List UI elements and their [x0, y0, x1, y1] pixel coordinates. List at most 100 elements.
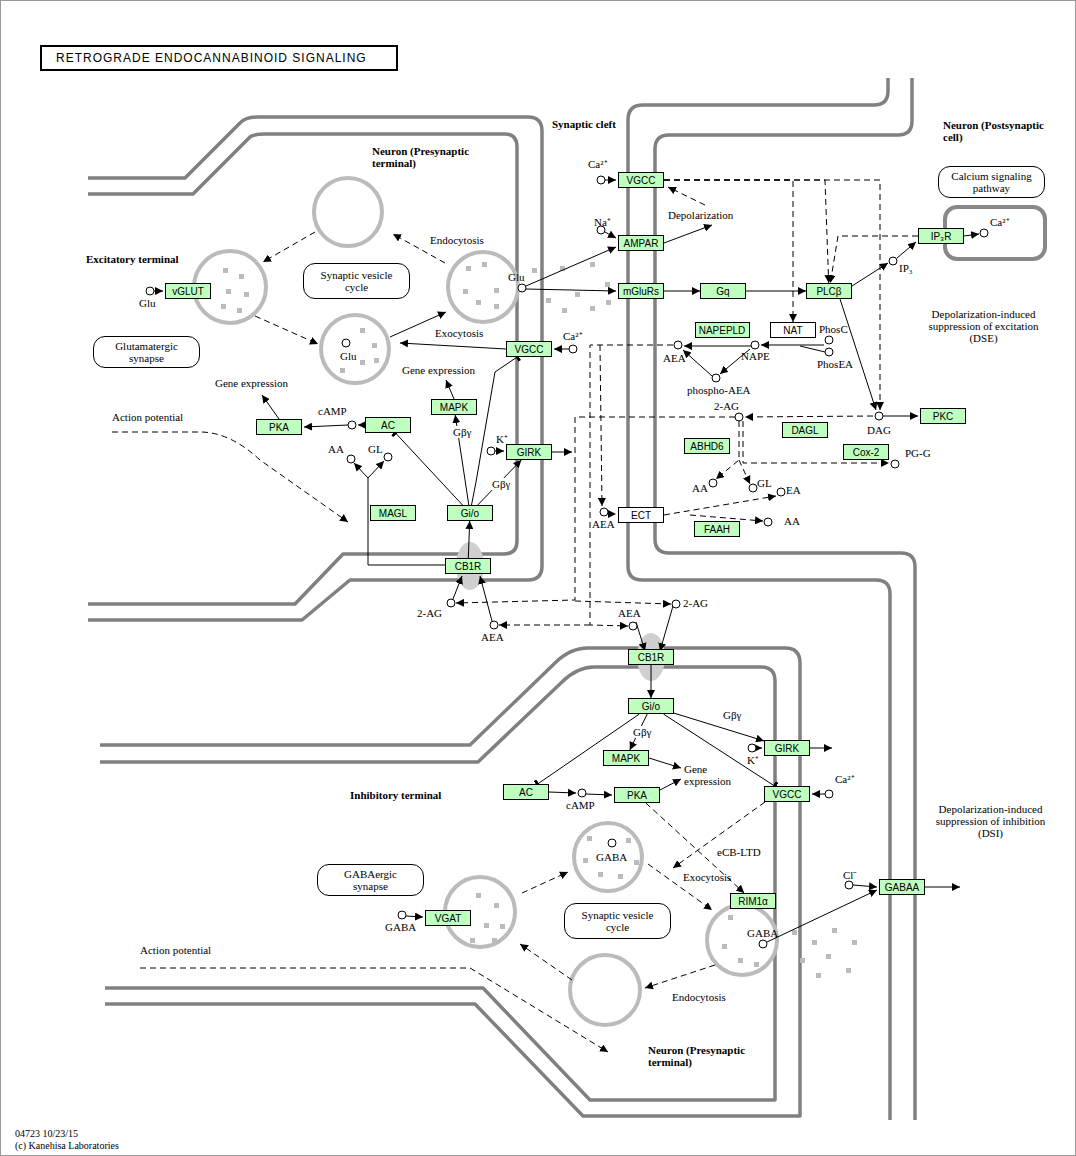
reaction-arrow	[552, 452, 572, 453]
gene-box: NAPEPLD	[695, 322, 750, 338]
gene-box: PKA	[256, 419, 302, 435]
dashed-arrow	[522, 872, 568, 893]
gene-name: VGCC	[515, 344, 544, 355]
reaction-arrow	[154, 291, 163, 292]
text-label: NAPE	[741, 350, 770, 362]
text-label: AA	[784, 515, 800, 527]
reaction-arrow	[406, 916, 423, 917]
pathway-map-box: Synaptic vesicle cycle	[303, 263, 410, 299]
gene-name: IP₃R	[931, 231, 952, 242]
transmitter-dot	[728, 915, 733, 920]
dashed-arrow	[575, 601, 671, 604]
title-text: RETROGRADE ENDOCANNABINOID SIGNALING	[56, 51, 367, 65]
text-label: Depolarization-induced suppression of ex…	[921, 308, 1046, 344]
transmitter-dot	[812, 940, 817, 945]
reaction-arrow	[262, 395, 279, 419]
transmitter-dot	[226, 289, 231, 294]
gene-name: vGLUT	[172, 286, 204, 297]
pathway-line	[368, 346, 825, 565]
transmitter-dot	[360, 360, 365, 365]
edge-label: eCB-LTD	[716, 846, 762, 858]
compound-circle	[709, 479, 717, 487]
compound-circle	[608, 839, 616, 847]
transmitter-dot	[484, 923, 489, 928]
connector	[472, 357, 518, 505]
dashed-arrow	[673, 802, 765, 868]
connector	[538, 714, 640, 784]
gene-name: MAPK	[440, 402, 468, 413]
gene-box: VGCC	[618, 172, 664, 188]
connector	[830, 236, 918, 283]
compound-circle	[342, 339, 350, 347]
gene-box: PKA	[614, 787, 660, 803]
edge-label: Gβγ	[491, 478, 511, 490]
text-label: PhosC	[819, 323, 848, 335]
compound-circle	[749, 484, 757, 492]
reaction-arrow	[883, 416, 918, 417]
text-label: Exocytosis	[683, 871, 731, 883]
text-label: GL	[368, 443, 383, 455]
transmitter-dot	[606, 300, 611, 305]
gene-box: MAPK	[603, 750, 649, 766]
reaction-arrow	[526, 247, 616, 286]
compound-circle	[487, 447, 495, 455]
compound-circle	[889, 257, 897, 265]
compound-circle	[347, 455, 355, 463]
text-label: IP₃	[899, 262, 913, 274]
vesicle	[574, 823, 642, 891]
gene-name: RIM1α	[738, 896, 768, 907]
transmitter-dot	[626, 838, 631, 843]
gene-box: AC	[503, 784, 549, 800]
reaction-arrow	[664, 225, 712, 243]
text-label: Gene expression	[684, 763, 746, 787]
transmitter-dot	[846, 968, 851, 973]
text-label: Synaptic cleft	[552, 118, 616, 130]
dashed-arrow	[263, 232, 315, 262]
compound-circle	[759, 940, 767, 948]
compound-circle	[748, 744, 756, 752]
compound-circle	[518, 284, 526, 292]
reaction-arrow	[761, 345, 824, 346]
text-label: PG-G	[905, 447, 931, 459]
gene-box: AMPAR	[618, 235, 664, 251]
text-label: Excitatory terminal	[86, 253, 179, 265]
reaction-arrow	[605, 180, 616, 181]
gene-name: PKA	[627, 790, 647, 801]
compound-circle	[735, 413, 743, 421]
membrane	[88, 134, 517, 604]
text-label: Exocytosis	[435, 327, 483, 339]
text-label: AEA	[663, 352, 686, 364]
text-label: GABA	[747, 927, 778, 939]
edge-label: Gβγ	[452, 426, 472, 438]
title-box: RETROGRADE ENDOCANNABINOID SIGNALING	[40, 45, 398, 71]
pathway-map-box: Calcium signaling pathway	[938, 166, 1045, 198]
transmitter-dot	[832, 928, 837, 933]
pathway-line	[800, 346, 825, 352]
transmitter-dot	[244, 292, 249, 297]
reaction-arrow	[853, 885, 877, 887]
reaction-arrow	[446, 380, 454, 399]
gene-name: CB1R	[455, 561, 482, 572]
transmitter-dot	[583, 858, 588, 863]
compound-circle	[777, 488, 785, 496]
connector	[664, 180, 829, 283]
compound-circle	[398, 911, 406, 919]
gene-name: mGluRs	[623, 286, 659, 297]
map-title: GABAergic synapse	[327, 868, 414, 892]
transmitter-dot	[562, 308, 567, 313]
reaction-arrow	[554, 349, 569, 350]
gene-box: MAPK	[431, 399, 477, 415]
compound-circle	[348, 421, 356, 429]
text-label: Neuron (Presynaptic terminal)	[648, 1044, 768, 1068]
reaction-arrow	[480, 576, 492, 621]
dashed-arrow	[590, 345, 673, 626]
transmitter-dot	[482, 262, 487, 267]
text-label: cAMP	[318, 405, 347, 417]
text-label: phospho-AEA	[687, 384, 751, 396]
text-label: GABA	[596, 851, 627, 863]
dashed-arrow	[112, 180, 889, 1052]
gene-box: CB1R	[628, 649, 674, 665]
gene-name: Gi/o	[461, 508, 479, 519]
dashed-arrow	[739, 460, 750, 484]
gene-box: RIM1α	[730, 893, 776, 909]
